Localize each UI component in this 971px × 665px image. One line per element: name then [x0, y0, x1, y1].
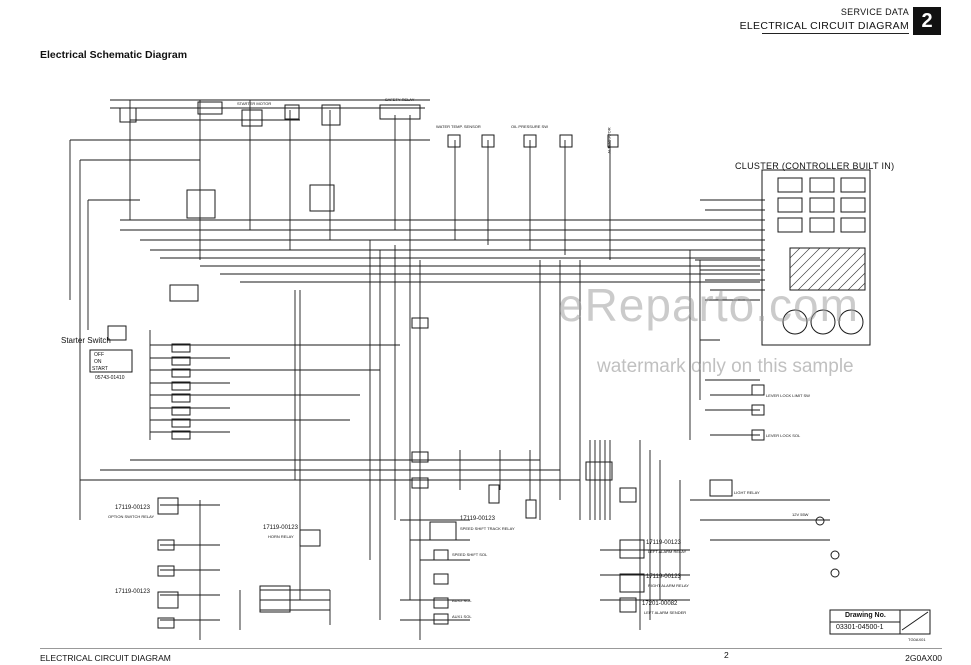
relay-right-part: 17119-00123 [646, 574, 681, 580]
lamp-label: 12V 55W [792, 512, 809, 517]
drawing-no-label: Drawing No. [845, 612, 886, 619]
starter-switch-start: START [92, 366, 108, 372]
header-rule [762, 33, 909, 34]
footer-title: ELECTRICAL CIRCUIT DIAGRAM [40, 653, 171, 663]
relay-option-part: 17119-00123 [115, 505, 150, 511]
chapter-badge: 2 [913, 7, 941, 35]
relay-left-name: LEFT ALARM RELAY [648, 549, 687, 554]
drawing-no-number: 03301-04500-1 [836, 624, 884, 631]
relay-left-part: 17119-00123 [646, 540, 681, 546]
oil-pressure-label: OIL PRESSURE SW [511, 124, 548, 129]
footer-code: 2G0AX00 [905, 653, 942, 663]
lever-lock-sw-label: LEVER LOCK LIMIT SW [766, 393, 810, 398]
relay-speed-name: SPEED SHIFT TRACK RELAY [460, 526, 515, 531]
alarm-sender-name: LEFT ALARM SENDER [644, 610, 687, 615]
aux2-sol-label: AUX2 SOL [452, 598, 472, 603]
starter-switch-label: Starter Switch [61, 336, 111, 345]
starter-switch-off: OFF [94, 352, 104, 358]
watermark-note: watermark only on this sample [597, 356, 854, 377]
speed-sol-label: SPEED SHIFT SOL [452, 552, 488, 557]
relay-option-name: OPTION SWITCH RELAY [108, 514, 155, 519]
relay-light-name: LIGHT RELAY [734, 490, 760, 495]
safety-relay-label: SAFETY RELAY [385, 97, 415, 102]
relay-speed-part: 17119-00123 [460, 516, 495, 522]
header-title: ELECTRICAL CIRCUIT DIAGRAM [739, 20, 909, 32]
service-data-label: SERVICE DATA [840, 7, 909, 17]
alternator-label: ALTERNATOR [606, 127, 612, 154]
cluster-title: CLUSTER (CONTROLLER BUILT IN) [735, 161, 895, 171]
starter-switch-on: ON [94, 359, 102, 365]
alarm-sender-part: 17201-00082 [642, 601, 678, 607]
relay-right-name: RIGHT ALARM RELAY [648, 583, 689, 588]
footer-rule [40, 648, 942, 649]
drawing-sub-code: TG0AX01 [908, 637, 926, 642]
section-title: Electrical Schematic Diagram [40, 49, 188, 61]
starter-switch-part: 05743-01410 [95, 375, 125, 381]
lever-lock-sol-label: LEVER LOCK SOL [766, 433, 801, 438]
starter-motor-label: STARTER MOTOR [237, 101, 272, 106]
water-temp-label: WATER TEMP. SENSOR [436, 124, 481, 129]
aux1-sol-label: AUX1 SOL [452, 614, 472, 619]
watermark-logo: eReparto.com [558, 279, 859, 331]
relay-horn-part: 17119-00123 [263, 525, 298, 531]
relay-horn-name: HORN RELAY [268, 534, 294, 539]
cluster-panel [761, 169, 871, 346]
page-number: 2 [724, 650, 729, 660]
relay-aux-part: 17119-00123 [115, 589, 150, 595]
